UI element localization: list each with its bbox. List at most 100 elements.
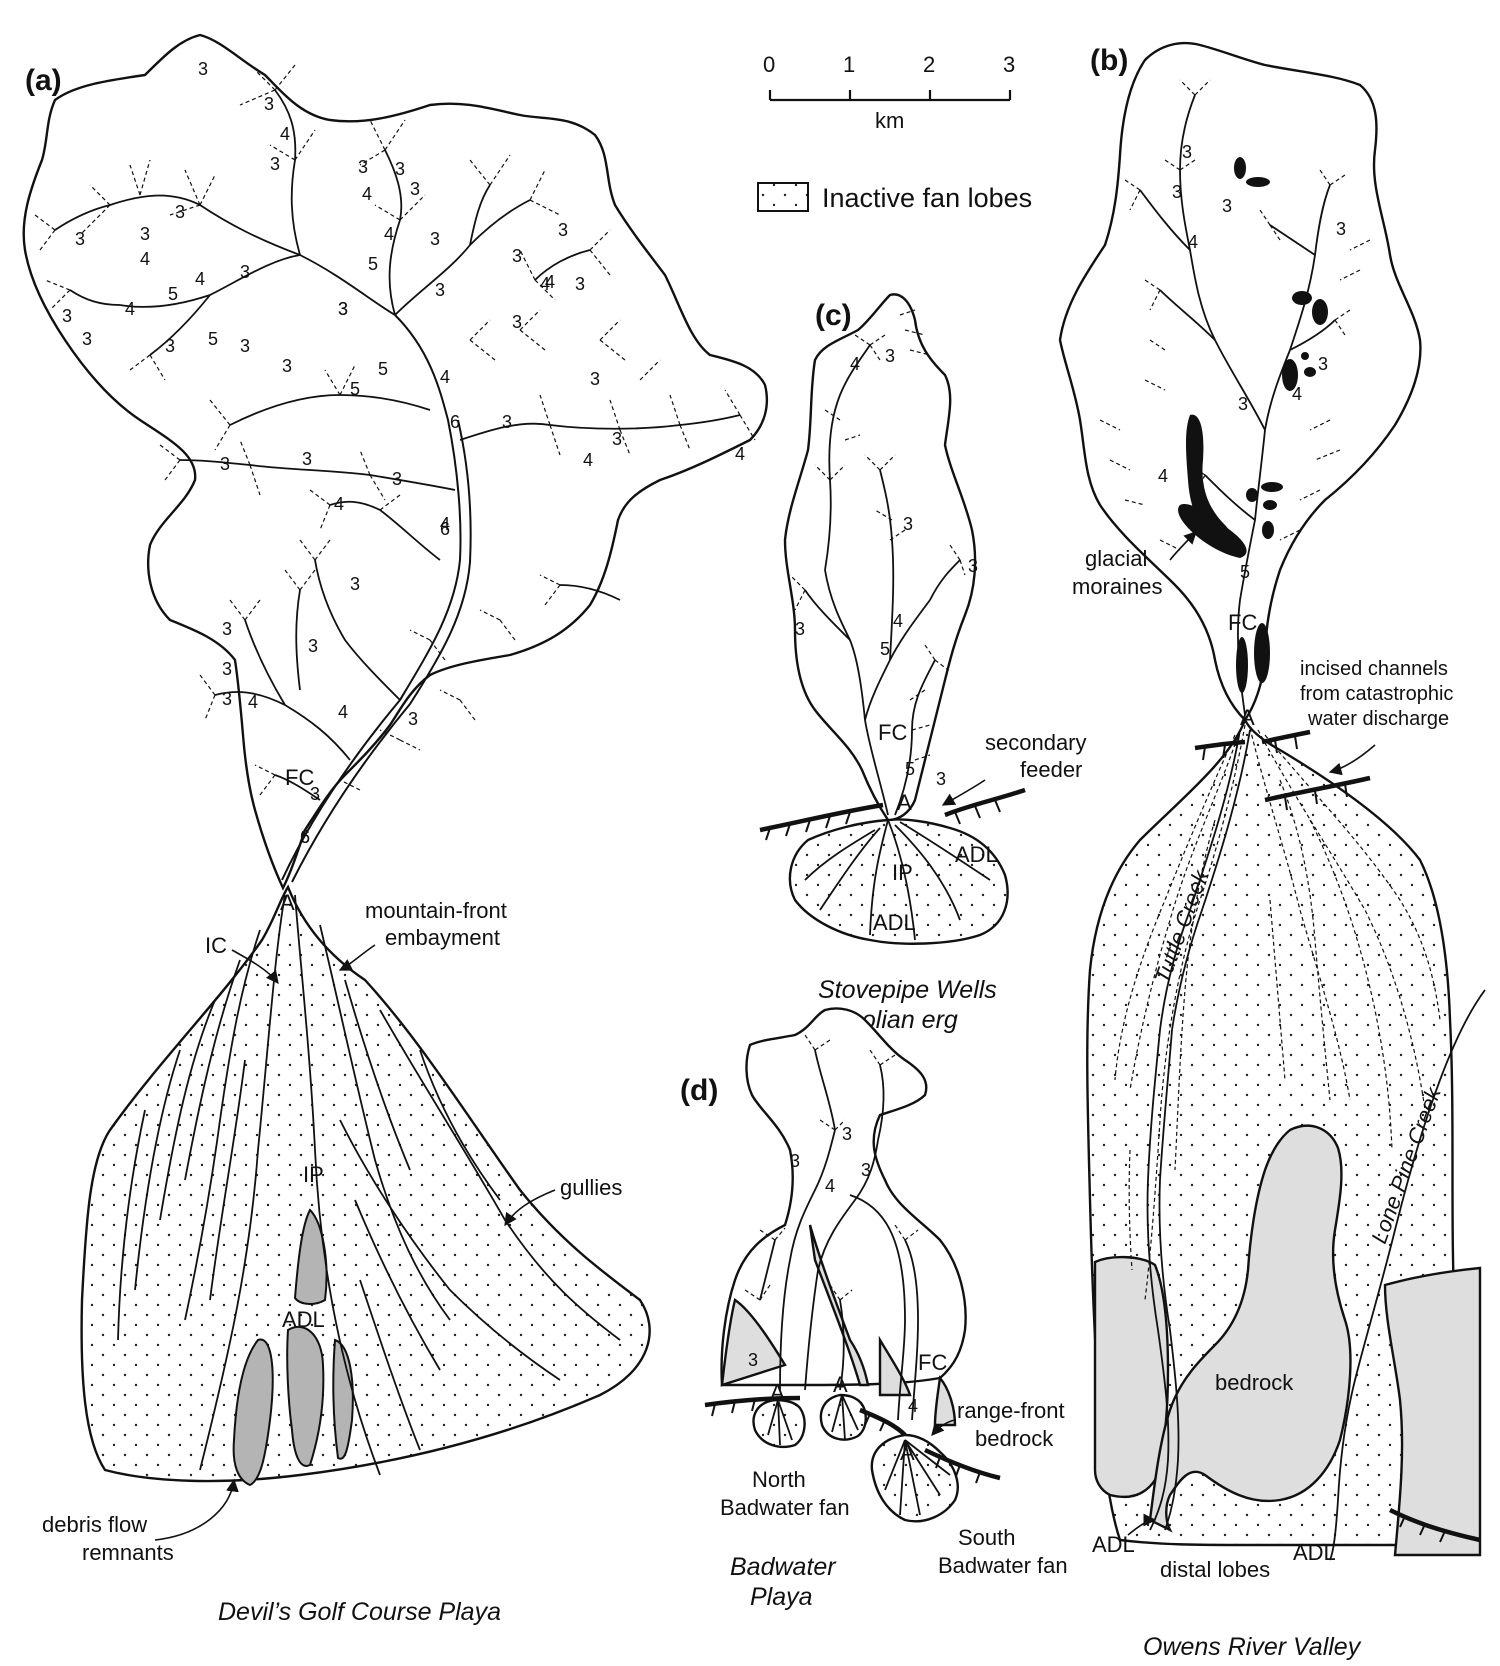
range-front-label: bedrock (975, 1426, 1054, 1451)
stream-order-label: 4 (735, 444, 745, 464)
stream-order-label: 3 (358, 157, 368, 177)
debris-flow-remnant (232, 1338, 274, 1487)
stream-order-labels-a: 3 3 4 3 3 4 3 3 4 5 3 3 4 5 3 3 3 4 3 3 … (62, 59, 745, 847)
stream-order-label: 3 (82, 329, 92, 349)
range-front-arrow (931, 1419, 956, 1436)
stream-order-label: 5 (168, 284, 178, 304)
legend-label: Inactive fan lobes (822, 183, 1032, 213)
range-front-bedrock (808, 1224, 870, 1387)
stream-order-label: 3 (310, 784, 320, 804)
stream-order-label: 4 (140, 249, 150, 269)
panel-tag-d: (d) (680, 1074, 718, 1107)
stream-order-label: 4 (1158, 466, 1168, 486)
stream-order-label: 4 (195, 269, 205, 289)
range-front-label: range-front (957, 1398, 1065, 1423)
fault-ticks-b (1202, 735, 1446, 1543)
stream-order-label: 3 (308, 636, 318, 656)
scale-tick-label: 3 (1003, 52, 1015, 77)
stream-order-label: 6 (440, 519, 450, 539)
stream-order-label: 3 (220, 454, 230, 474)
stream-order-label: 3 (861, 1160, 871, 1180)
range-front-fault-d (859, 1407, 907, 1437)
headwater-streams-c (789, 309, 966, 761)
headwater-streams-a (34, 64, 756, 796)
stream-order-label: 6 (300, 827, 310, 847)
stream-order-label: 3 (395, 159, 405, 179)
stream-order-label: 3 (240, 262, 250, 282)
stream-order-label: 3 (62, 306, 72, 326)
north-badwater-label: North (752, 1467, 806, 1492)
secondary-feeder-arrow (941, 779, 986, 806)
stream-order-label: 4 (362, 184, 372, 204)
secondary-feeder-label: secondary (985, 730, 1087, 755)
stream-order-label: 4 (440, 367, 450, 387)
range-front-fault-b (1194, 739, 1246, 751)
stream-order-label: 3 (790, 1151, 800, 1171)
stream-order-label: 3 (270, 154, 280, 174)
stream-order-label: 4 (1292, 384, 1302, 404)
adl-label: ADL (955, 842, 998, 867)
stream-order-label: 3 (175, 202, 185, 222)
fan-a (80, 884, 651, 1483)
stream-order-label: 3 (392, 469, 402, 489)
stream-order-label: 3 (198, 59, 208, 79)
adl-label: ADL (1092, 1532, 1135, 1557)
stream-order-label: 3 (885, 346, 895, 366)
stream-order-label: 4 (850, 354, 860, 374)
stream-order-label: 3 (140, 224, 150, 244)
headwater-streams-d (744, 1034, 919, 1301)
stream-order-label: 3 (302, 449, 312, 469)
range-front-fault-c (759, 802, 884, 833)
bedrock-right (1383, 1266, 1482, 1557)
scale-tick-label: 0 (763, 52, 775, 77)
feeder-channel-label: FC (918, 1350, 947, 1375)
panel-tag-a: (a) (25, 64, 62, 97)
debris-flow-arrow (154, 1478, 239, 1541)
stream-order-label: 5 (378, 359, 388, 379)
adl-arrow (1127, 1513, 1157, 1536)
stream-order-label: 4 (334, 494, 344, 514)
scale-tick-label: 2 (923, 52, 935, 77)
stream-order-label: 3 (502, 412, 512, 432)
stream-order-label: 3 (1318, 354, 1328, 374)
ip-label: IP (892, 860, 913, 885)
adl-label: ADL (873, 910, 916, 935)
feeder-channel-label: FC (878, 720, 907, 745)
glacial-moraines (1178, 157, 1328, 693)
caption-a: Devil’s Golf Course Playa (218, 1598, 501, 1626)
ic-arrow (231, 949, 279, 985)
stream-order-label: 5 (880, 639, 890, 659)
distal-lobes-label: distal lobes (1160, 1557, 1270, 1582)
stream-order-label: 4 (338, 702, 348, 722)
tuttle-creek (1146, 729, 1241, 1531)
stream-order-label: 3 (222, 659, 232, 679)
tributaries-d (759, 1049, 919, 1421)
small-fan-channels (767, 1394, 951, 1516)
tributaries-a (54, 89, 741, 801)
gullies-arrow (504, 1189, 556, 1227)
ip-label: IP (303, 1162, 324, 1187)
stream-order-label: 3 (1222, 196, 1232, 216)
trunk-channel (281, 314, 462, 881)
stream-order-label: 3 (240, 336, 250, 356)
stream-order-label: 3 (968, 556, 978, 576)
tributaries-c (804, 344, 961, 816)
north-badwater-label: Badwater fan (720, 1495, 850, 1520)
legend: Inactive fan lobes (757, 182, 1032, 213)
trunk-channel (291, 419, 472, 883)
range-front-bedrock (720, 1298, 787, 1387)
headwater-streams-b (1099, 79, 1371, 551)
panel-tag-b: (b) (1090, 44, 1128, 77)
apex-label: A (770, 1380, 785, 1405)
tuttle-creek (1158, 729, 1251, 1531)
moraines-label: moraines (1072, 574, 1162, 599)
caption-d: Badwater (730, 1553, 837, 1581)
adl-label: ADL (1293, 1540, 1336, 1565)
stream-order-label: 4 (248, 692, 258, 712)
stream-order-label: 3 (512, 312, 522, 332)
incised-channels-label: from catastrophic (1300, 683, 1453, 705)
scale-tick-label: 1 (843, 52, 855, 77)
stream-order-label: 3 (1182, 142, 1192, 162)
stream-order-label: 6 (450, 412, 460, 432)
